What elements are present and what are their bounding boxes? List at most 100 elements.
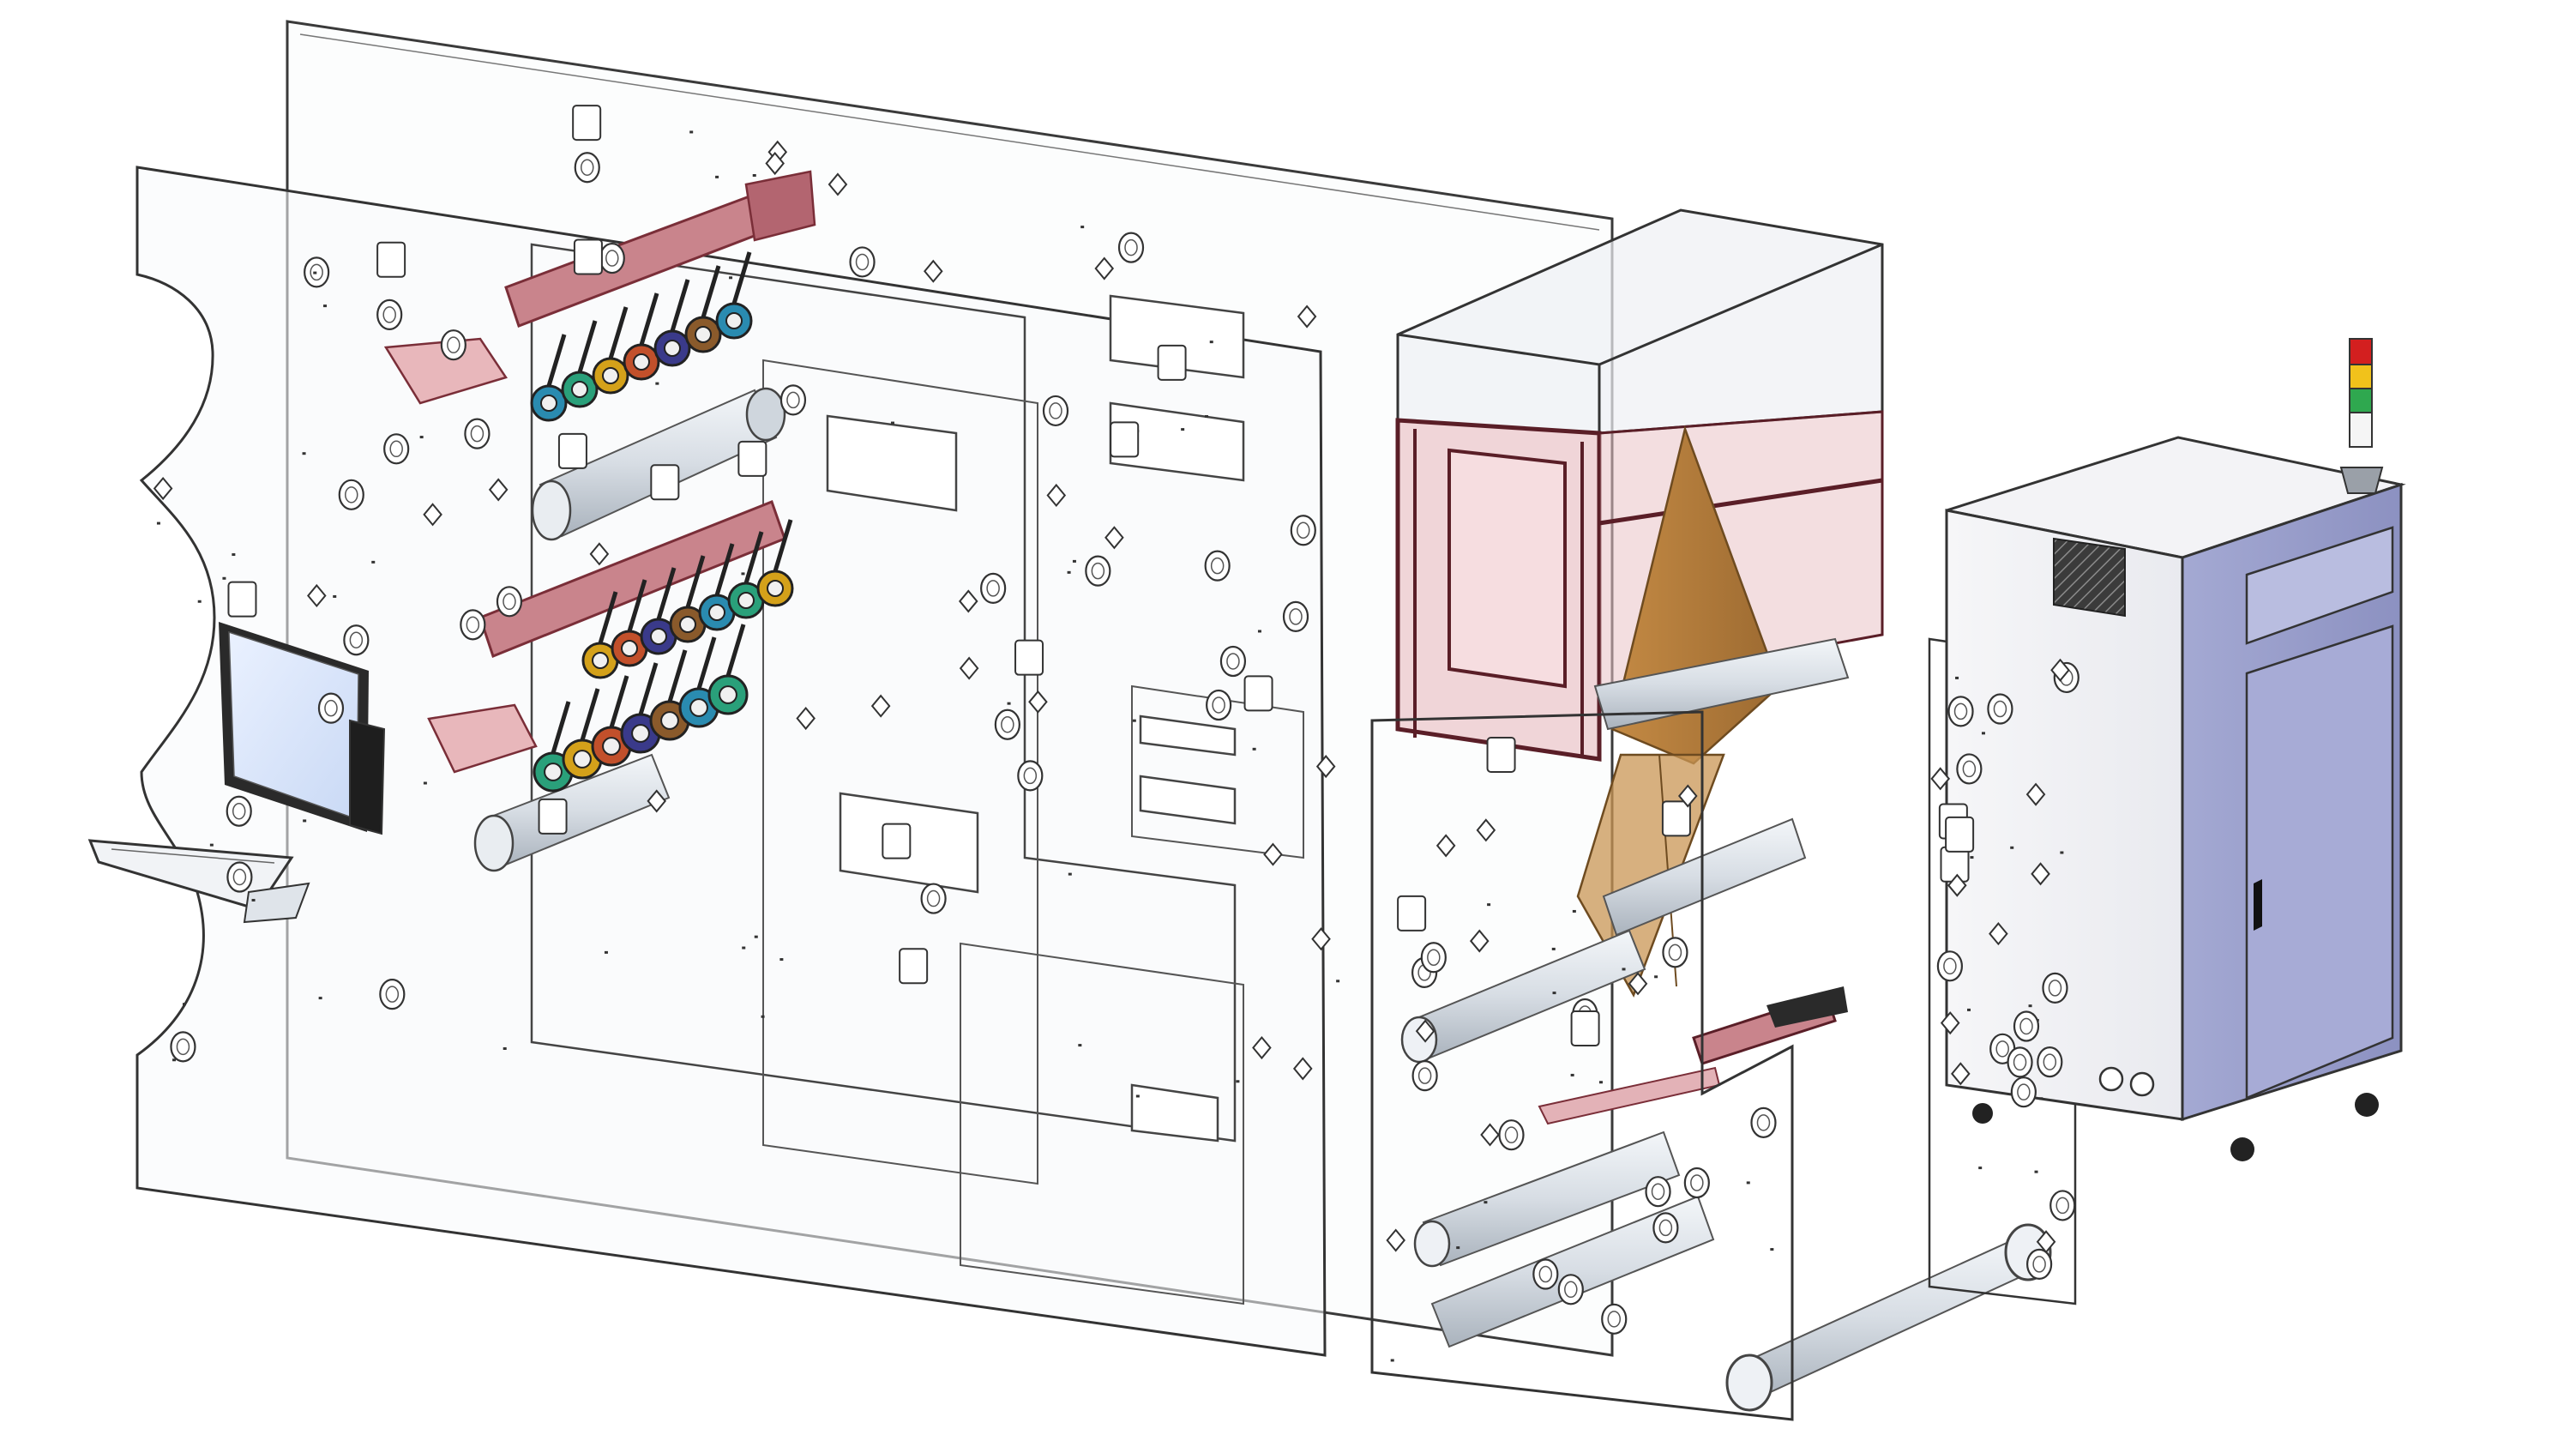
print-cylinder-hub: [708, 604, 725, 621]
bearing-ring: [1498, 1119, 1525, 1151]
bearing-ring-inner: [1210, 557, 1225, 575]
bearing-ring: [1532, 1258, 1559, 1290]
doctor-blade-arm: [696, 636, 717, 690]
mount-fastener: [1046, 483, 1067, 508]
bearing-ring-inner: [1289, 608, 1303, 625]
bearing-ring: [779, 384, 807, 416]
bearing-ring-inner: [1668, 944, 1682, 962]
sealing-jaw: [1538, 986, 1848, 1125]
bearing-ring: [226, 861, 253, 893]
print-cylinder-hub: [650, 628, 667, 645]
bolt-hole: [251, 898, 256, 901]
bolt-hole: [752, 173, 756, 177]
print-cylinder-hub: [664, 340, 681, 357]
bolt-hole: [313, 271, 317, 274]
print-cylinder-hub: [719, 685, 737, 704]
bearing-ring-inner: [2019, 1017, 2033, 1035]
bracket-block: [1570, 1010, 1600, 1047]
mount-fastener: [870, 694, 891, 718]
print-cylinder-hub: [695, 326, 712, 343]
bolt-hole: [2034, 1170, 2038, 1173]
bearing-ring-inner: [581, 159, 594, 176]
bracket-block: [573, 238, 603, 275]
bearing-ring: [170, 1031, 196, 1063]
doctor-blade-arm: [608, 306, 629, 359]
doctor-blade-arm: [638, 662, 659, 715]
bearing-ring-inner: [1504, 1126, 1519, 1143]
print-cylinder-hub: [544, 763, 563, 781]
bearing-ring: [1204, 550, 1231, 582]
mount-fastener: [796, 706, 816, 731]
mount-fastener: [1263, 842, 1283, 866]
bearing-ring-inner: [349, 631, 364, 648]
bolt-hole: [318, 997, 322, 1000]
bolt-hole: [419, 436, 424, 439]
bolt-hole: [1080, 226, 1085, 229]
bearing-ring-inner: [176, 1038, 190, 1056]
bearing-ring: [1936, 950, 1963, 982]
bracket-block: [1945, 816, 1975, 853]
bolt-hole: [1598, 1081, 1603, 1084]
forming-rollers: [1400, 637, 2052, 1412]
bearing-ring-inner: [1658, 1219, 1673, 1237]
bracket-block: [899, 948, 929, 985]
mount-fastener: [2025, 782, 2046, 806]
bearing-ring: [464, 418, 491, 449]
bolt-hole: [729, 276, 733, 280]
bearing-ring-inner: [1091, 562, 1105, 580]
mount-fastener: [1947, 873, 1967, 897]
bearing-ring: [1282, 600, 1309, 632]
doctor-blade-arm: [580, 688, 600, 741]
bolt-hole: [232, 553, 236, 557]
bolt-hole: [1970, 856, 1974, 859]
ink-unit-details: [530, 251, 794, 793]
mount-fastener: [1940, 1011, 1960, 1035]
mount-fastener: [1989, 922, 2008, 946]
bracket-block: [572, 105, 602, 142]
bearing-ring: [1117, 232, 1145, 263]
bolt-hole: [333, 594, 337, 598]
mount-fastener: [1930, 767, 1951, 791]
print-cylinder-hub: [767, 580, 784, 597]
bearing-ring: [1290, 515, 1316, 546]
bolt-hole: [1551, 947, 1556, 950]
bolt-hole: [741, 572, 745, 576]
bolt-hole: [761, 1015, 765, 1018]
bearing-ring: [1085, 555, 1111, 587]
print-cylinder-hub: [725, 312, 743, 329]
bolt-hole: [1552, 992, 1556, 995]
mount-fastener: [2031, 862, 2050, 886]
bearing-ring: [599, 242, 625, 274]
bearing-ring-inner: [447, 336, 460, 353]
bearing-ring: [1206, 689, 1232, 721]
bearing-ring-inner: [1417, 1067, 1432, 1084]
bracket-block: [557, 432, 587, 469]
bearing-ring-inner: [605, 250, 619, 267]
doctor-blade-arm: [546, 334, 567, 387]
bearing-ring: [317, 692, 345, 724]
bearing-ring-inner: [1023, 767, 1038, 785]
mount-fastener: [2036, 1230, 2056, 1254]
bolt-hole: [156, 522, 160, 525]
bearing-ring: [1750, 1106, 1777, 1138]
bolt-hole: [302, 452, 306, 455]
mount-fastener: [1315, 755, 1336, 779]
print-cylinder-hub: [602, 737, 621, 756]
bolt-hole: [715, 175, 719, 178]
mount-fastener: [1386, 1228, 1405, 1252]
bolt-hole: [222, 576, 226, 580]
mount-fastener: [924, 259, 943, 283]
bracket-block: [538, 798, 568, 835]
bolt-hole: [197, 600, 202, 603]
electrical-cabinet: [1945, 436, 2406, 1161]
mount-fastener: [1469, 929, 1490, 953]
mount-fastener: [1415, 1019, 1435, 1043]
bearing-ring-inner: [466, 616, 480, 634]
bolt-hole: [1981, 732, 1985, 735]
bearing-ring-inner: [1756, 1114, 1771, 1131]
bolt-hole: [323, 304, 328, 308]
mount-fastener: [589, 542, 610, 566]
bearing-ring-inner: [345, 486, 358, 503]
bearing-ring-inner: [1212, 696, 1225, 714]
mount-fastener: [153, 476, 173, 501]
